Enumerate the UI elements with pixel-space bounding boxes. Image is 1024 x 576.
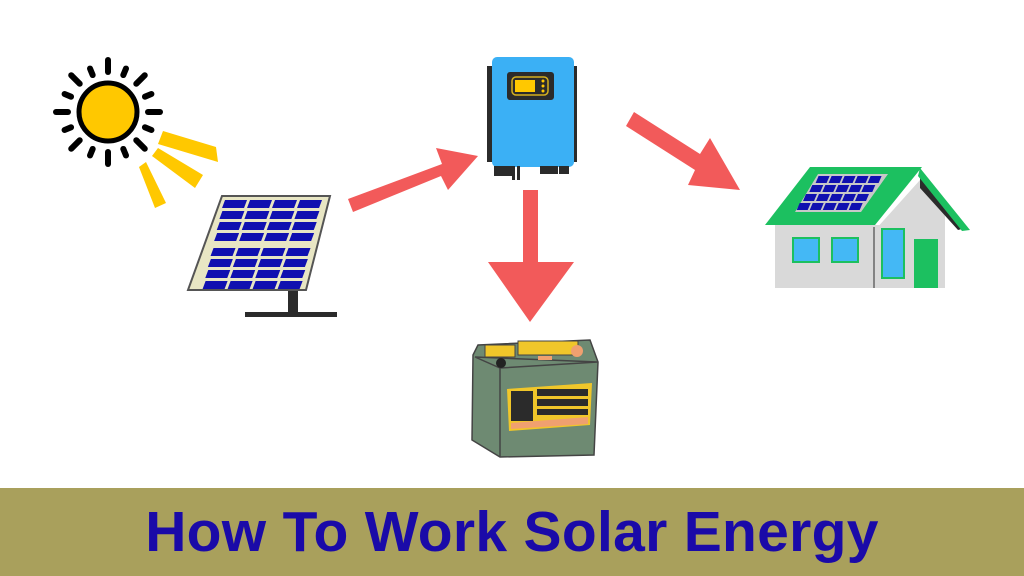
solar-cell (297, 200, 323, 208)
solar-cell (835, 185, 850, 192)
solar-cell (266, 222, 292, 230)
solar-cell (244, 211, 270, 219)
sun-ray (87, 145, 96, 159)
solar-cell (291, 222, 317, 230)
solar-cell (230, 270, 256, 278)
title-banner: How To Work Solar Energy (0, 488, 1024, 576)
solar-cell (260, 248, 286, 256)
solar-cell (235, 248, 261, 256)
solar-cell (264, 233, 290, 241)
solar-cell (803, 194, 817, 201)
solar-cell (861, 185, 876, 192)
arrow-inverter-to-house (626, 112, 740, 190)
solar-cell (855, 194, 869, 201)
sun-ray (61, 91, 75, 100)
solar-cell (277, 281, 303, 289)
solar-cell (842, 194, 856, 201)
solar-cell (239, 233, 265, 241)
sun-ray (120, 145, 129, 159)
solar-cell (285, 248, 311, 256)
solar-cell (809, 185, 824, 192)
arrow-panel-to-inverter (348, 148, 478, 212)
sun-ray (141, 91, 155, 100)
solar-cell (822, 203, 837, 210)
solar-cell (227, 281, 253, 289)
solar-cell (269, 211, 295, 219)
arrow-inverter-to-battery (488, 190, 574, 322)
sun-ray (68, 137, 83, 152)
solar-cell (214, 233, 240, 241)
solar-cell (835, 203, 850, 210)
solar-energy-diagram (53, 57, 970, 458)
solar-cell (848, 185, 863, 192)
solar-cell (202, 281, 228, 289)
solar-cell (210, 248, 236, 256)
solar-cell (252, 281, 278, 289)
solar-cell (848, 203, 863, 210)
sun-ray (141, 124, 155, 133)
sun-ray (133, 72, 148, 87)
solar-cell (854, 176, 869, 183)
solar-cell (294, 211, 320, 219)
solar-panel-icon (186, 195, 337, 317)
battery-icon (471, 339, 599, 458)
solar-cell (219, 211, 245, 219)
sun-ray (133, 137, 148, 152)
house-icon (765, 167, 970, 288)
solar-cell (841, 176, 856, 183)
solar-cell (205, 270, 231, 278)
solar-cell (255, 270, 281, 278)
solar-cell (289, 233, 315, 241)
sun-ray (61, 124, 75, 133)
sun-ray (87, 65, 96, 79)
solar-cell (828, 176, 843, 183)
solar-cell (809, 203, 824, 210)
solar-cell (207, 259, 233, 267)
solar-cell (796, 203, 811, 210)
solar-cell (232, 259, 258, 267)
solar-cell (272, 200, 298, 208)
solar-cell (216, 222, 242, 230)
sun-ray (120, 65, 129, 79)
solar-cell (222, 200, 248, 208)
solar-cell (280, 270, 306, 278)
solar-cell (867, 176, 882, 183)
solar-cell (815, 176, 830, 183)
solar-cell (829, 194, 843, 201)
solar-cell (241, 222, 267, 230)
diagram-title: How To Work Solar Energy (145, 500, 879, 564)
solar-cell (257, 259, 283, 267)
solar-cell (247, 200, 273, 208)
sun-icon (53, 57, 218, 208)
solar-cell (816, 194, 830, 201)
solar-cell (282, 259, 308, 267)
inverter-icon (487, 57, 577, 180)
solar-cell (822, 185, 837, 192)
sun-ray (68, 72, 83, 87)
